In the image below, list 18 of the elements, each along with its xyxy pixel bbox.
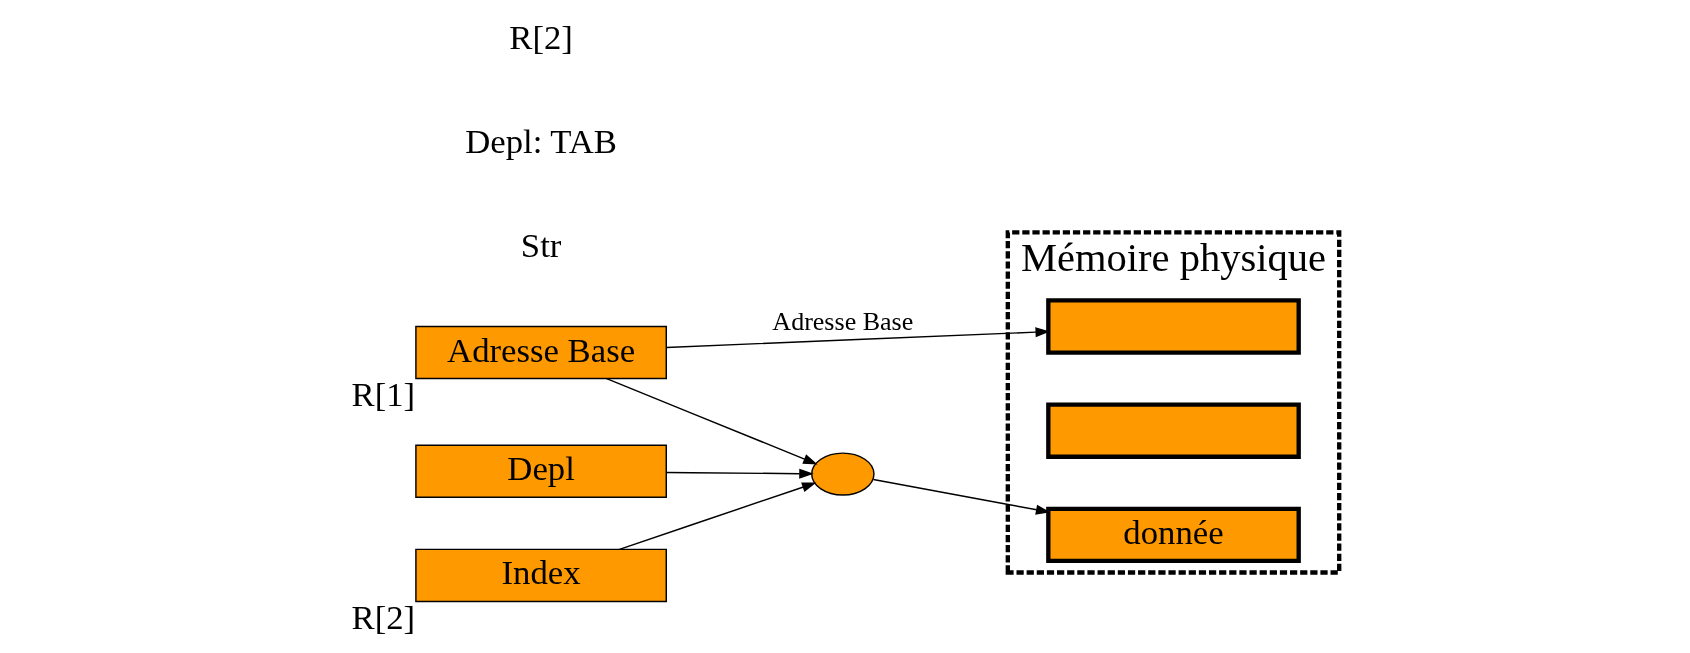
- arrow: [872, 478, 1051, 515]
- label: Depl: TAB: [465, 122, 618, 162]
- node-box: Adresse Base: [415, 325, 667, 380]
- node-box: Depl: [415, 444, 667, 498]
- arrow: [605, 377, 818, 465]
- edge-label: Adresse Base: [772, 306, 914, 336]
- arrow: [618, 482, 817, 551]
- node-box: [1046, 298, 1301, 355]
- label: R[2]: [509, 17, 573, 57]
- node-box: donnée: [1046, 506, 1301, 564]
- node-label: R[1]: [351, 375, 416, 415]
- node-circle: [811, 452, 875, 496]
- arrow: [665, 468, 814, 479]
- node-box: [1046, 402, 1301, 459]
- node-box: Index: [415, 548, 667, 603]
- arrow: [665, 327, 1050, 349]
- label: Str: [520, 226, 562, 266]
- node-label: R[2]: [351, 598, 416, 638]
